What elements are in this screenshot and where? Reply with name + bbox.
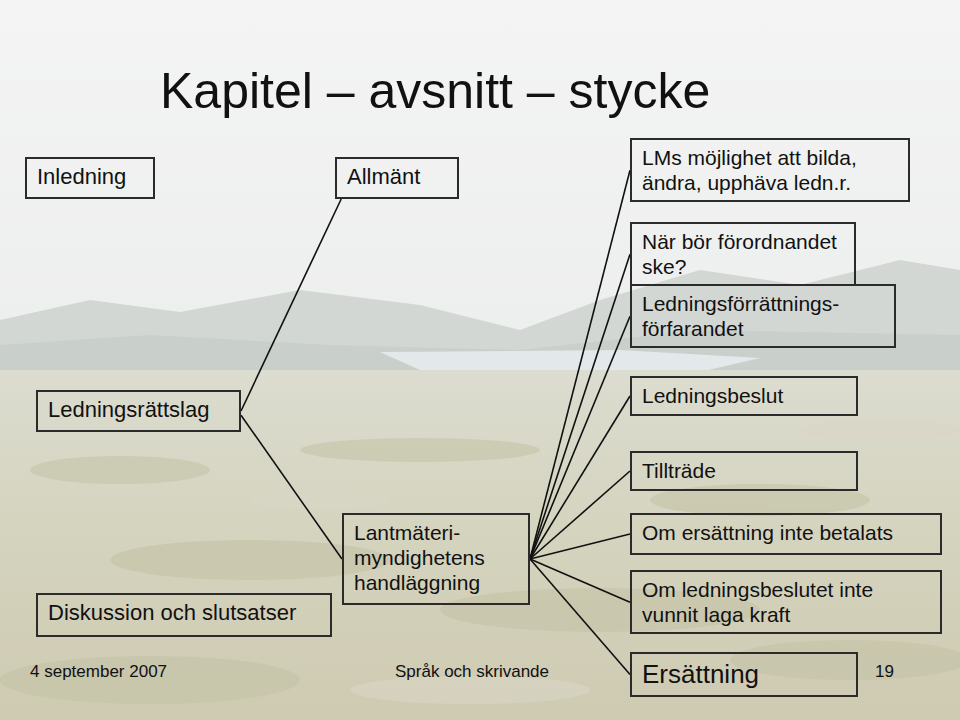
box-text: Ledningsrättslag [48,397,229,423]
connector-line [241,415,342,559]
box-text: Ledningsförrättnings- förfarandet [642,291,884,341]
topic-box: Ledningsbeslut [630,376,858,416]
box-text: Om ersättning inte betalats [642,520,930,545]
section-box: Allmänt [335,157,459,199]
topic-box: Om ersättning inte betalats [630,513,942,555]
section-box: Inledning [25,157,155,199]
connector-line [530,471,630,559]
box-text: Ledningsbeslut [642,383,846,408]
box-text: Om ledningsbeslutet inte vunnit laga kra… [642,577,930,627]
box-text: Allmänt [347,164,447,190]
footer-label: Språk och skrivande [395,662,549,682]
connector-line [530,170,630,559]
connector-line [241,199,341,411]
footer-label: 4 september 2007 [30,662,167,682]
topic-box: LMs möjlighet att bilda, ändra, upphäva … [630,138,910,202]
box-text: Diskussion och slutsatser [48,600,320,626]
footer-label: 19 [875,662,894,682]
topic-box: Ledningsförrättnings- förfarandet [630,284,896,348]
topic-box: När bör förordnandet ske? [630,222,856,286]
topic-box: Ersättning [630,652,858,697]
connector-line [530,396,630,559]
connector-line [530,534,630,559]
connector-line [530,559,630,602]
section-box: Ledningsrättslag [36,390,241,432]
connector-line [530,316,630,559]
box-text: När bör förordnandet ske? [642,229,844,279]
topic-box: Tillträde [630,451,858,491]
section-box: Diskussion och slutsatser [36,593,332,637]
box-text: Tillträde [642,458,846,483]
box-text: Ersättning [642,659,846,690]
connector-line [530,254,630,559]
slide-title: Kapitel – avsnitt – stycke [160,62,710,120]
box-text: LMs möjlighet att bilda, ändra, upphäva … [642,145,898,195]
box-text: Lantmäteri- myndighetens handläggning [354,520,518,596]
group-box: Lantmäteri- myndighetens handläggning [342,513,530,605]
topic-box: Om ledningsbeslutet inte vunnit laga kra… [630,570,942,634]
box-text: Inledning [37,164,143,190]
connector-line [530,559,630,675]
